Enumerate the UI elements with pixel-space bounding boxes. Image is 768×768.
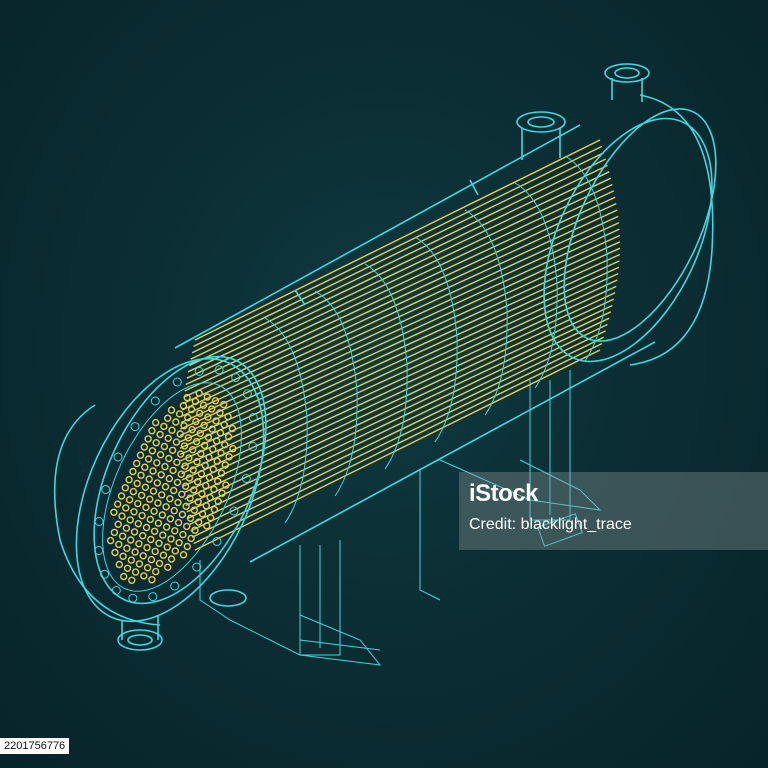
flange-bolt xyxy=(111,586,121,595)
stock-watermark: iStock Credit: blacklight_trace xyxy=(459,472,768,550)
flange-bolt xyxy=(148,592,158,602)
flange-bolt xyxy=(194,366,204,376)
support-frame xyxy=(199,370,602,666)
image-id-label: 2201756776 xyxy=(0,738,70,754)
baffle xyxy=(364,263,408,470)
flange-bolt xyxy=(170,581,180,591)
tube-bundle xyxy=(179,139,621,551)
flange-bolt xyxy=(94,517,104,526)
flange-bolt xyxy=(128,593,138,603)
flange-bolt xyxy=(241,474,251,483)
watermark-brand: iStock xyxy=(469,480,539,507)
flange-bolts xyxy=(94,365,258,603)
baffle xyxy=(514,182,558,389)
shell-outline xyxy=(174,124,656,563)
flange-bolt xyxy=(212,536,222,546)
flange-bolt xyxy=(248,442,258,451)
baffle xyxy=(564,155,608,362)
flange-bolt xyxy=(229,506,239,516)
flange-bolt xyxy=(231,373,241,382)
flange-bolt xyxy=(172,377,182,387)
flange-bolt xyxy=(242,389,252,399)
flange-bolt xyxy=(214,365,224,375)
flange-bolt xyxy=(94,546,104,555)
flange-bolt xyxy=(150,396,160,406)
baffle xyxy=(464,209,508,416)
baffles xyxy=(264,155,608,524)
baffle xyxy=(314,290,358,497)
flange-bolt xyxy=(248,413,258,422)
flange-bolt xyxy=(100,569,110,579)
baffle xyxy=(414,236,458,443)
flange-bolt xyxy=(192,562,202,572)
front-head xyxy=(53,355,267,651)
baffle xyxy=(264,317,308,524)
flange-bolt xyxy=(101,485,111,494)
flange-bolt xyxy=(113,452,123,462)
tubesheet xyxy=(106,389,237,584)
rear-head xyxy=(294,63,717,366)
flange-bolt xyxy=(130,422,140,432)
watermark-credit: Credit: blacklight_trace xyxy=(469,516,632,533)
